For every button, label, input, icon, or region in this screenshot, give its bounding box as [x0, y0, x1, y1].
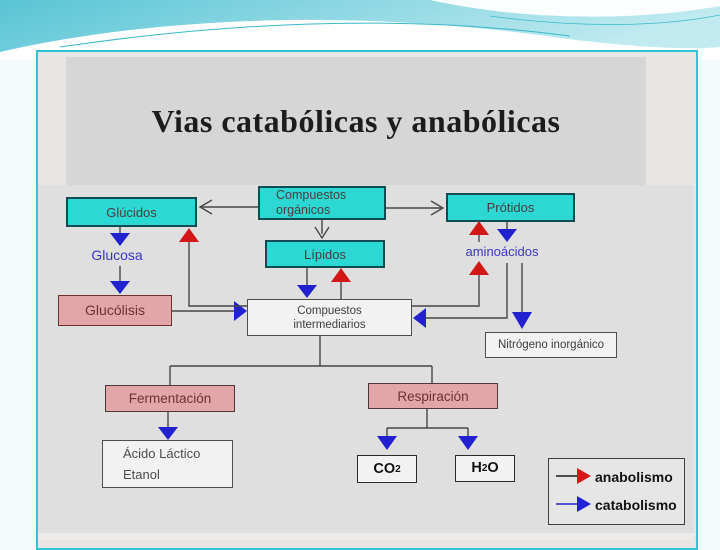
label-glucosa: Glucosa: [91, 247, 143, 263]
wave-dome: [0, 19, 720, 60]
label-aminoacidos: aminoácidos: [465, 244, 539, 259]
node-respiracion: Respiración: [368, 383, 498, 409]
node-glucolisis: Glucólisis: [58, 295, 172, 326]
title-block: Vias catabólicas y anabólicas: [66, 57, 646, 185]
legend: anabolismo catabolismo: [548, 458, 685, 525]
page-title: Vias catabólicas y anabólicas: [151, 102, 561, 139]
node-compuestos-organicos: Compuestos orgánicos: [258, 186, 386, 220]
node-protidos: Prótidos: [446, 193, 575, 222]
wave-top-right: [430, 0, 720, 17]
node-compuestos-intermediarios: Compuestos intermediarios: [247, 299, 412, 336]
slide-bottom-strip: [38, 533, 694, 540]
node-nitrogeno-inorganico: Nitrógeno inorgánico: [485, 332, 617, 358]
legend-label-catabolismo: catabolismo: [595, 497, 677, 513]
node-fermentacion: Fermentación: [105, 385, 235, 412]
node-glucidos: Glúcidos: [66, 197, 197, 227]
node-acido-lactico-etanol: Ácido Láctico Etanol: [102, 440, 233, 488]
wave-line-thin: [59, 22, 571, 48]
legend-label-anabolismo: anabolismo: [595, 469, 673, 485]
wave-line-thin-2: [489, 14, 720, 25]
node-lipidos: Lípidos: [265, 240, 385, 268]
